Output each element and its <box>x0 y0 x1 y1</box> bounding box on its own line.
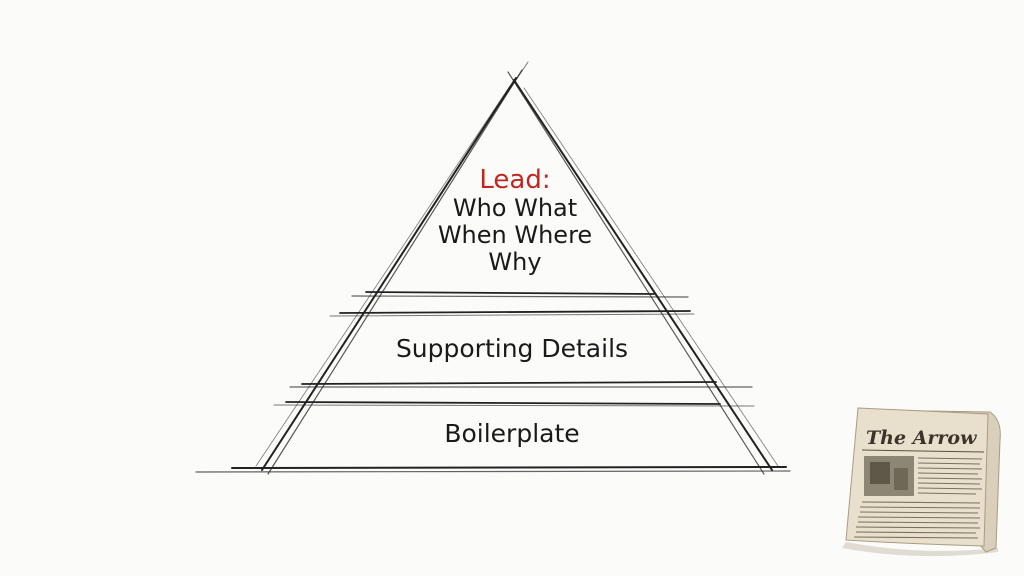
pyramid-base-sketch <box>195 470 791 473</box>
pyramid-left-edge-sketch <box>267 69 523 475</box>
lead-line-why: Why <box>488 247 542 276</box>
pyramid-right-edge <box>513 79 773 471</box>
newspaper-text-columns <box>853 457 983 539</box>
boilerplate-label: Boilerplate <box>444 419 580 448</box>
newspaper-page <box>845 407 989 547</box>
pyramid-sketch <box>195 61 791 475</box>
newspaper-photo-detail <box>894 468 908 490</box>
pyramid-divider-mid-sketch <box>329 313 695 317</box>
pyramid-base <box>231 466 787 469</box>
supporting-details-label: Supporting Details <box>395 334 629 363</box>
pyramid-divider-mid <box>339 310 691 314</box>
pyramid-divider-base-top-sketch <box>273 404 755 407</box>
newspaper-illustration: The Arrow <box>842 407 1001 557</box>
pyramid-divider-base-top <box>285 401 721 405</box>
lead-line-who-what: Who What <box>452 194 578 223</box>
pyramid-left-edge-sketch <box>255 85 511 467</box>
lead-title: Lead: <box>479 165 551 195</box>
lead-line-when-where: When Where <box>437 220 593 249</box>
lead-section: Lead: Who What When Where Why <box>410 165 620 276</box>
pyramid-right-edge-sketch <box>523 87 779 467</box>
newspaper-masthead: The Arrow <box>866 427 977 449</box>
pyramid-apex-sketch <box>499 61 529 105</box>
pyramid-right-edge-sketch <box>507 71 765 475</box>
newspaper-photo-detail <box>870 462 890 484</box>
newspaper-shadow <box>842 542 998 557</box>
pyramid-divider-top-sketch <box>351 295 689 298</box>
newspaper-rule <box>861 449 985 453</box>
pyramid-divider-top <box>365 291 655 295</box>
pyramid-divider-lower <box>301 381 717 385</box>
